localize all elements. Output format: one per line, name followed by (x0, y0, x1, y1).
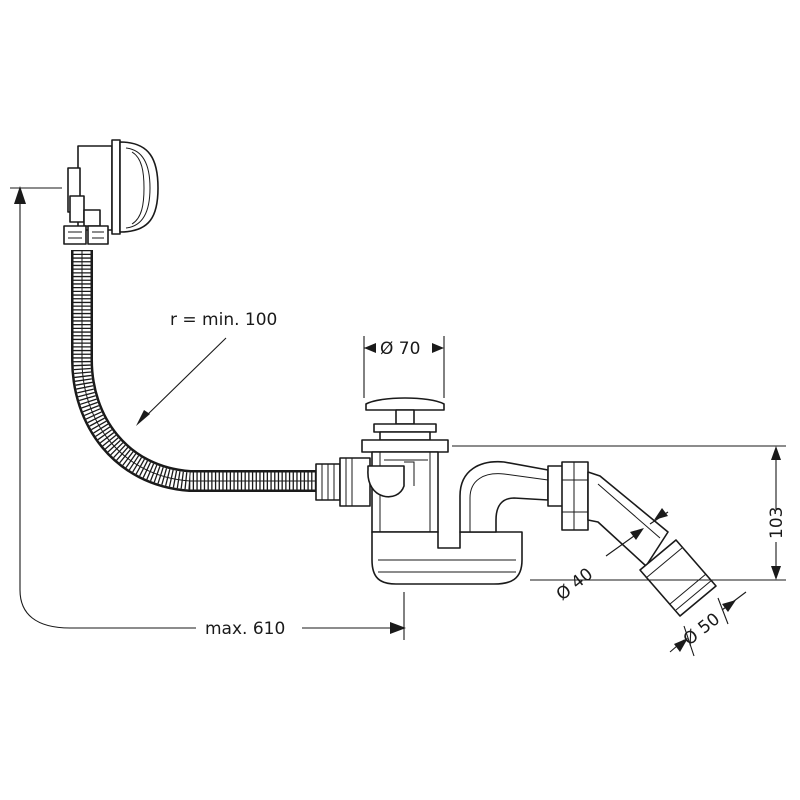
outlet-outer-label: Ø 50 (680, 609, 724, 650)
flexible-hose (71, 250, 341, 501)
dimension-outlet-outer (669, 591, 747, 657)
outlet-inner-label: Ø 40 (553, 564, 597, 605)
dimension-height (452, 445, 786, 581)
drain-trap-body (339, 397, 717, 617)
overflow-head (63, 139, 159, 245)
max-length-label: max. 610 (205, 619, 285, 639)
dimension-outlet-inner (605, 508, 669, 557)
height-label: 103 (767, 507, 787, 539)
dimension-drain-diameter (363, 336, 445, 398)
drain-diameter-label: Ø 70 (380, 339, 420, 359)
dimension-radius (136, 337, 227, 426)
dimension-max-length (10, 186, 406, 640)
radius-label: r = min. 100 (170, 310, 277, 330)
